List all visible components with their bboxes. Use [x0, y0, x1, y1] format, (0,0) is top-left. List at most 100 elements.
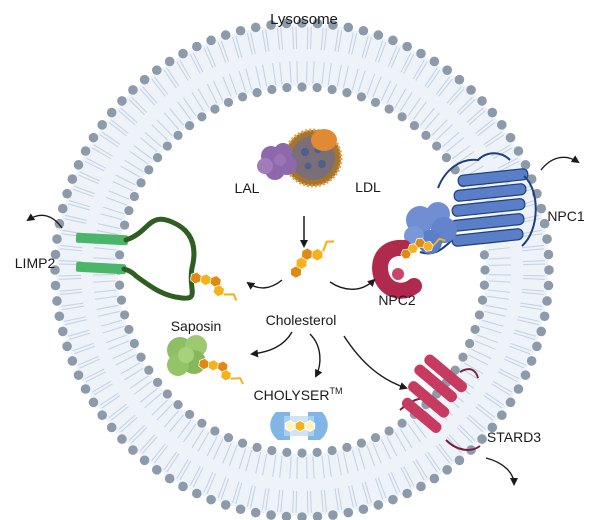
lipid-head-icon: [73, 160, 84, 170]
npc2-label: NPC2: [378, 292, 416, 308]
lipid-head-icon: [458, 352, 468, 362]
lipid-head-icon: [441, 152, 452, 163]
lipid-head-icon: [402, 488, 412, 499]
lipid-head-icon: [388, 494, 398, 505]
lipid-head-icon: [80, 146, 91, 156]
lipid-head-icon: [442, 65, 452, 75]
lipid-head-icon: [223, 432, 234, 443]
lipid-head-icon: [358, 504, 369, 515]
lipid-head-icon: [384, 426, 394, 436]
lipid-head-icon: [480, 265, 490, 275]
saposin-label: Saposin: [171, 318, 222, 334]
lipid-head-icon: [164, 473, 175, 484]
lipid-head-icon: [370, 97, 381, 108]
lipid-head-icon: [73, 370, 84, 380]
lipid-head-icon: [312, 447, 322, 457]
cholesterol-to-saposin-arrow: [250, 331, 293, 358]
lipid-head-icon: [282, 447, 292, 457]
lipid-head-icon: [162, 389, 172, 399]
lipid-head-icon: [416, 48, 426, 59]
lipid-head-icon: [50, 265, 60, 275]
lipid-head-icon: [192, 488, 202, 499]
lipid-head-icon: [297, 448, 307, 458]
lipid-head-icon: [358, 25, 369, 36]
lipid-head-icon: [206, 35, 216, 46]
lipid-head-icon: [139, 74, 150, 85]
lipid-head-icon: [373, 30, 384, 40]
lipid-head-icon: [312, 83, 322, 93]
lipid-head-icon: [328, 510, 338, 520]
lipid-head-icon: [442, 465, 452, 475]
lipid-head-icon: [52, 296, 62, 306]
lipid-head-icon: [282, 83, 292, 93]
npc1-efflux-arrow: [540, 155, 580, 171]
npc2-protein: [372, 239, 422, 299]
lipid-head-icon: [152, 152, 163, 163]
limp2-efflux-arrow: [26, 213, 63, 229]
lipid-head-icon: [409, 120, 420, 131]
lipid-head-icon: [173, 400, 183, 410]
lipid-head-icon: [106, 107, 117, 118]
lipid-head-icon: [343, 507, 354, 518]
lipid-head-icon: [464, 338, 475, 349]
ldl-particle: [283, 128, 343, 188]
lipid-head-icon: [52, 234, 62, 244]
lipid-head-icon: [184, 409, 195, 420]
cholyser-cholesterol-icon: [284, 420, 316, 432]
lipid-head-icon: [97, 410, 107, 420]
npc1-label: NPC1: [547, 208, 585, 224]
lipid-head-icon: [312, 18, 323, 29]
lipid-head-icon: [429, 56, 440, 67]
lipid-head-icon: [50, 249, 61, 260]
lipid-head-icon: [267, 445, 277, 456]
lipid-head-icon: [513, 146, 524, 156]
lipid-head-icon: [542, 234, 552, 244]
lipid-head-icon: [197, 418, 207, 428]
cholesterol-to-npc2-arrow: [329, 278, 376, 290]
lal-enzyme: [257, 143, 297, 180]
lipid-head-icon: [124, 324, 134, 335]
lipid-head-icon: [513, 384, 524, 394]
limp2-protein: [75, 216, 197, 301]
lipid-head-icon: [57, 326, 68, 337]
lipid-head-icon: [342, 87, 352, 98]
lipid-head-icon: [252, 87, 262, 98]
lipid-head-icon: [536, 203, 547, 214]
lal-label: LAL: [235, 180, 260, 196]
lipid-head-icon: [144, 165, 154, 175]
lipid-head-icon: [343, 22, 354, 33]
limp2-cholesterol-icon: [190, 271, 238, 301]
lipid-head-icon: [88, 132, 99, 143]
lipid-head-icon: [88, 397, 99, 408]
lipid-head-icon: [520, 370, 531, 380]
lipid-head-icon: [62, 341, 72, 352]
lipid-head-icon: [297, 82, 307, 92]
lipid-head-icon: [356, 92, 367, 102]
lipid-head-icon: [532, 341, 542, 352]
lipid-head-icon: [50, 280, 61, 291]
lipid-head-icon: [479, 250, 489, 260]
lipid-head-icon: [220, 30, 231, 40]
lipid-head-icon: [266, 20, 276, 30]
cholesterol-to-stard3-arrow: [343, 335, 408, 390]
cholyser-name: CHOLYSER: [254, 387, 330, 403]
lipid-head-icon: [178, 48, 188, 59]
lipid-head-icon: [402, 41, 412, 52]
lipid-head-icon: [328, 20, 338, 30]
lipid-head-icon: [487, 107, 498, 118]
diagram-title: Lysosome: [270, 11, 338, 28]
lipid-head-icon: [397, 418, 407, 428]
lipid-head-icon: [312, 511, 323, 520]
lipid-head-icon: [388, 35, 398, 46]
lipid-head-icon: [505, 397, 516, 408]
lipid-head-icon: [235, 504, 246, 515]
lipid-head-icon: [470, 324, 480, 335]
lipid-head-icon: [539, 218, 550, 229]
lipid-head-icon: [178, 481, 188, 492]
lipid-head-icon: [487, 422, 498, 433]
lipid-head-icon: [429, 473, 440, 484]
lipid-head-icon: [128, 85, 138, 95]
lipid-head-icon: [474, 310, 485, 320]
lipid-head-icon: [97, 120, 107, 130]
